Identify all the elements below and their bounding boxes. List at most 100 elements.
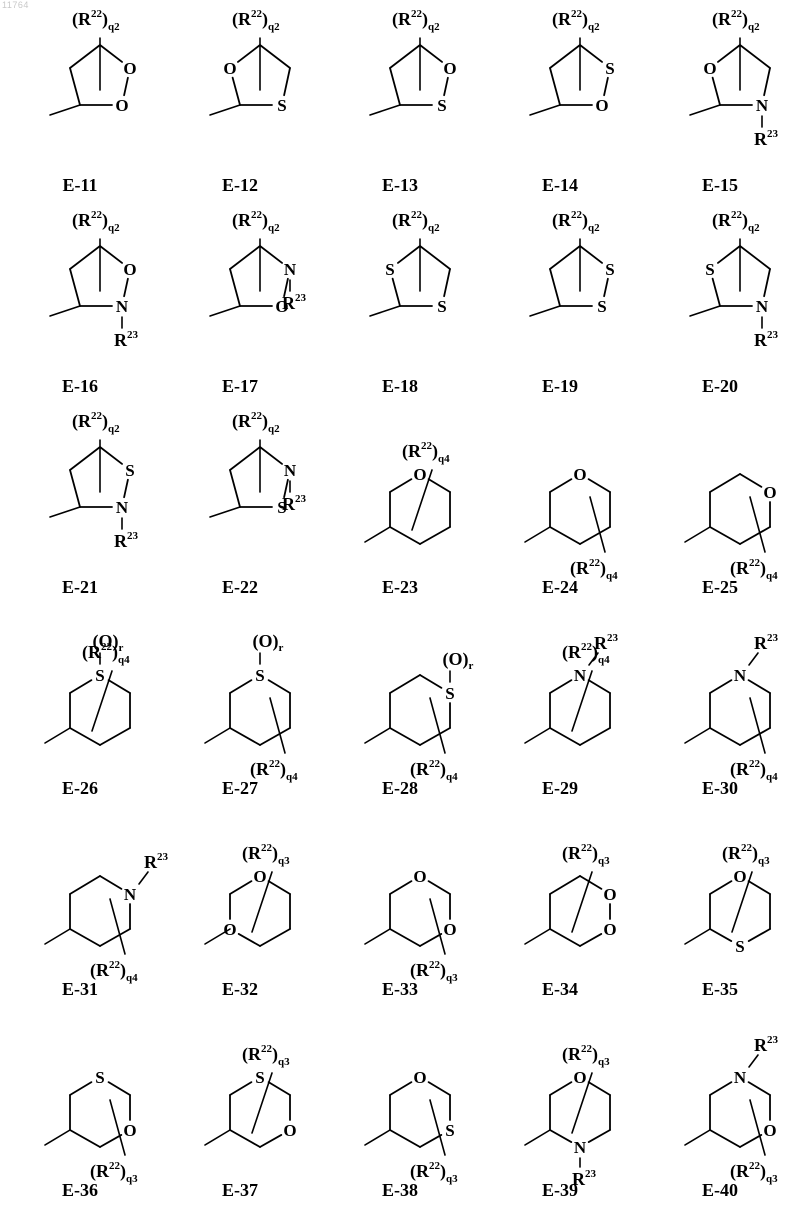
ring-bond: [124, 78, 128, 95]
heteroatom-label: O: [763, 483, 776, 502]
ring-bond: [260, 45, 290, 68]
ring-bond: [740, 45, 770, 68]
r22-group: (R22)q4: [402, 440, 450, 465]
ring-bond: [550, 1130, 571, 1142]
ring-bond: [70, 447, 100, 470]
heteroatom-label: O: [573, 465, 586, 484]
r22-group: (R22)q3: [242, 1043, 290, 1068]
ring-bond: [238, 45, 260, 62]
variable-bond: [750, 698, 765, 753]
structure-e-33: OO(R22)q3E-33: [320, 804, 480, 1005]
structure-drawing: OS(R22)q3E-36: [0, 1005, 160, 1206]
structure-e-30: N(R22)q4R23E-30: [640, 603, 800, 804]
variable-bond: [572, 872, 592, 932]
r23-group: R23: [754, 128, 779, 149]
structure-e-31: N(R22)q4R23E-31: [0, 804, 160, 1005]
ring-bond: [390, 527, 420, 544]
structure-e-13: SO(R22)q2E-13: [320, 0, 480, 201]
structure-drawing: NS(R22)q2R23E-20: [640, 201, 800, 402]
ring-bond: [100, 728, 130, 745]
structure-label: E-13: [382, 175, 418, 195]
methyl-attachment-bond: [45, 1130, 70, 1145]
methyl-attachment-bond: [690, 306, 720, 316]
ring-bond: [550, 1082, 571, 1095]
structure-drawing: OO(R22)q3E-34: [480, 804, 640, 1005]
ring-bond: [710, 1082, 731, 1095]
structure-drawing: OS(R22)q2E-14: [480, 0, 640, 201]
structure-label: E-33: [382, 979, 418, 999]
structure-e-36: OS(R22)q3E-36: [0, 1005, 160, 1206]
methyl-attachment-bond: [50, 507, 80, 517]
ring-bond: [269, 881, 290, 894]
ring-bond: [100, 447, 122, 464]
ring-bond: [398, 246, 420, 263]
ring-bond: [444, 78, 448, 95]
structure-label: E-25: [702, 577, 738, 597]
structure-e-34: OO(R22)q3E-34: [480, 804, 640, 1005]
heteroatom-label: O: [413, 465, 426, 484]
structure-e-20: NS(R22)q2R23E-20: [640, 201, 800, 402]
structure-label: E-34: [542, 979, 578, 999]
ring-bond: [70, 680, 91, 693]
methyl-attachment-bond: [205, 728, 230, 743]
ring-bond: [230, 470, 240, 507]
structure-label: E-21: [62, 577, 98, 597]
ring-bond: [420, 45, 442, 62]
r22-group: (R22)q2: [72, 8, 120, 33]
heteroatom-label: O: [123, 59, 136, 78]
heteroatom-label: S: [735, 937, 744, 956]
ring-bond: [718, 246, 740, 263]
heteroatom-label: O: [253, 867, 266, 886]
structure-label: E-27: [222, 778, 258, 798]
structure-drawing: NO(R22)q2R23E-16: [0, 201, 160, 402]
ring-bond: [550, 269, 560, 306]
structure-e-40: ON(R22)q3R23E-40: [640, 1005, 800, 1206]
ring-bond: [100, 876, 121, 889]
methyl-attachment-bond: [365, 527, 390, 542]
structure-drawing: N(R22)q4R23E-31: [0, 804, 160, 1005]
ring-bond: [393, 279, 400, 306]
structure-label: E-23: [382, 577, 418, 597]
ring-bond: [420, 675, 441, 688]
ring-bond: [550, 728, 580, 745]
oxide-group: (O)r: [93, 631, 124, 654]
r22-group: (R22)q2: [392, 8, 440, 33]
structure-label: E-31: [62, 979, 98, 999]
ring-bond: [740, 527, 770, 544]
ring-bond: [420, 934, 441, 946]
r23-group: R23: [282, 493, 307, 514]
heteroatom-label: N: [116, 297, 129, 316]
ring-bond: [420, 728, 450, 745]
ring-bond: [70, 728, 100, 745]
heteroatom-label: S: [95, 1068, 104, 1087]
ring-bond: [420, 527, 450, 544]
ring-bond: [284, 68, 290, 95]
ring-bond: [269, 680, 290, 693]
heteroatom-label: O: [413, 1068, 426, 1087]
ring-bond: [260, 929, 290, 946]
heteroatom-label: S: [385, 260, 394, 279]
heteroatom-label: N: [124, 885, 137, 904]
r23-group: R23: [594, 632, 619, 653]
structure-label: E-35: [702, 979, 738, 999]
r22-group: (R22)q3: [242, 842, 290, 867]
structure-drawing: O(R22)q4E-24: [480, 402, 640, 603]
ring-bond: [710, 728, 740, 745]
structure-label: E-29: [542, 778, 578, 798]
ring-bond: [710, 881, 731, 894]
methyl-attachment-bond: [45, 728, 70, 743]
structure-drawing: SO(R22)q2E-12: [160, 0, 320, 201]
methyl-attachment-bond: [530, 306, 560, 316]
heteroatom-label: N: [734, 1068, 747, 1087]
structure-e-28: S(R22)q4(O)rE-28: [320, 603, 480, 804]
methyl-attachment-bond: [365, 728, 390, 743]
ring-bond: [269, 1082, 290, 1095]
structure-drawing: S(R22)q4(O)rE-27: [160, 603, 320, 804]
ring-bond: [230, 269, 240, 306]
r23-bond: [749, 653, 758, 665]
heteroatom-label: S: [437, 96, 446, 115]
heteroatom-label: N: [574, 1138, 587, 1157]
ring-bond: [390, 45, 420, 68]
structure-drawing: NO(R22)q3R23E-39: [480, 1005, 640, 1206]
methyl-attachment-bond: [205, 1130, 230, 1145]
